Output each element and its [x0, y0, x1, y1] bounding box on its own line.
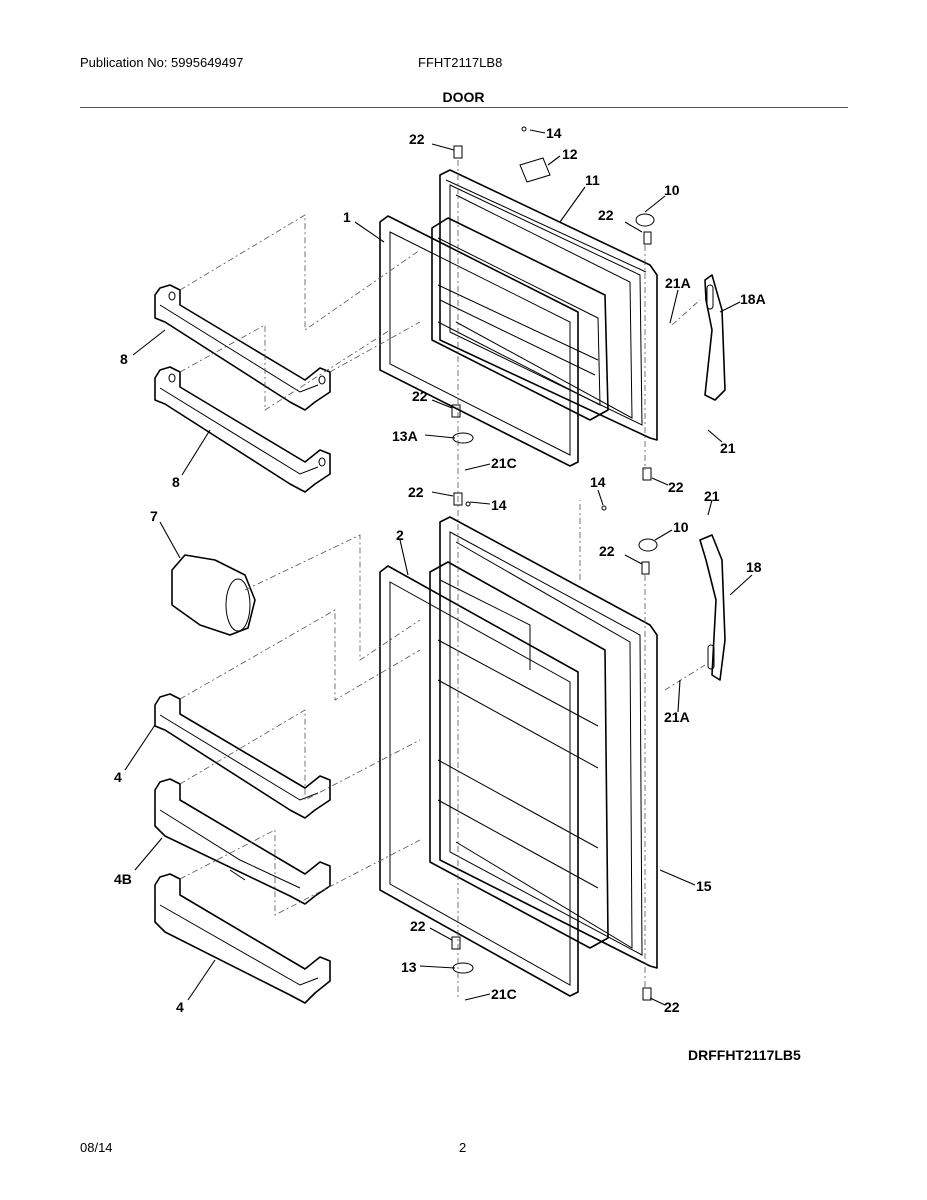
callout-label: 7 [150, 508, 158, 524]
callout-labels: 22 14 12 11 10 22 1 21A 18A 8 8 22 13A 2… [114, 125, 766, 1015]
page-number: 2 [459, 1140, 467, 1155]
callout-label: 22 [664, 999, 680, 1015]
callout-label: 22 [408, 484, 424, 500]
callout-label: 1 [343, 209, 351, 225]
fresh-food-door-inner-liner [429, 561, 609, 949]
callout-label: 8 [120, 351, 128, 367]
fresh-food-door-outer-panel [439, 516, 658, 969]
diagram-code: DRFFHT2117LB5 [688, 1047, 801, 1063]
section-title: DOOR [442, 89, 485, 105]
callout-label: 22 [599, 543, 615, 559]
freezer-shelf-upper [154, 284, 331, 411]
freezer-door-gasket [379, 215, 579, 467]
callout-label: 21C [491, 455, 517, 471]
callout-label: 21A [664, 709, 690, 725]
callout-label: 13 [401, 959, 417, 975]
callout-label: 10 [673, 519, 689, 535]
callout-label: 21 [720, 440, 736, 456]
door-bin-middle [154, 778, 331, 905]
callout-label: 22 [668, 479, 684, 495]
callout-label: 21C [491, 986, 517, 1002]
callout-label: 4 [114, 769, 122, 785]
callout-label: 15 [696, 878, 712, 894]
callout-label: 14 [491, 497, 507, 513]
fresh-food-door-handle [699, 534, 726, 681]
footer-date: 08/14 [80, 1140, 113, 1155]
header-rule [80, 107, 848, 108]
callout-label: 4 [176, 999, 184, 1015]
freezer-door-inner-liner [431, 217, 609, 421]
alignment-lines [179, 160, 706, 1000]
callout-label: 12 [562, 146, 578, 162]
door-bin-top [154, 693, 331, 819]
callout-label: 21 [704, 488, 720, 504]
callout-label: 14 [546, 125, 562, 141]
callout-label: 22 [598, 207, 614, 223]
freezer-shelf-lower [154, 366, 331, 493]
callout-label: 14 [590, 474, 606, 490]
callout-label: 11 [585, 172, 600, 188]
callout-label: 8 [172, 474, 180, 490]
freezer-door-handle [704, 274, 726, 401]
door-bin-bottom [154, 873, 331, 1004]
callout-label: 22 [412, 388, 428, 404]
callout-label: 22 [409, 131, 425, 147]
callout-label: 18A [740, 291, 766, 307]
callout-label: 2 [396, 527, 404, 543]
callout-label: 21A [665, 275, 691, 291]
fresh-food-door-gasket [379, 565, 579, 997]
callout-label: 13A [392, 428, 418, 444]
leader-lines [124, 129, 753, 1006]
callout-label: 4B [114, 871, 132, 887]
callout-label: 18 [746, 559, 762, 575]
publication-number: Publication No: 5995649497 [80, 55, 244, 70]
dairy-compartment [171, 554, 256, 636]
callout-label: 22 [410, 918, 426, 934]
model-number: FFHT2117LB8 [418, 55, 503, 70]
freezer-door-outer-panel [439, 169, 658, 441]
callout-label: 10 [664, 182, 680, 198]
